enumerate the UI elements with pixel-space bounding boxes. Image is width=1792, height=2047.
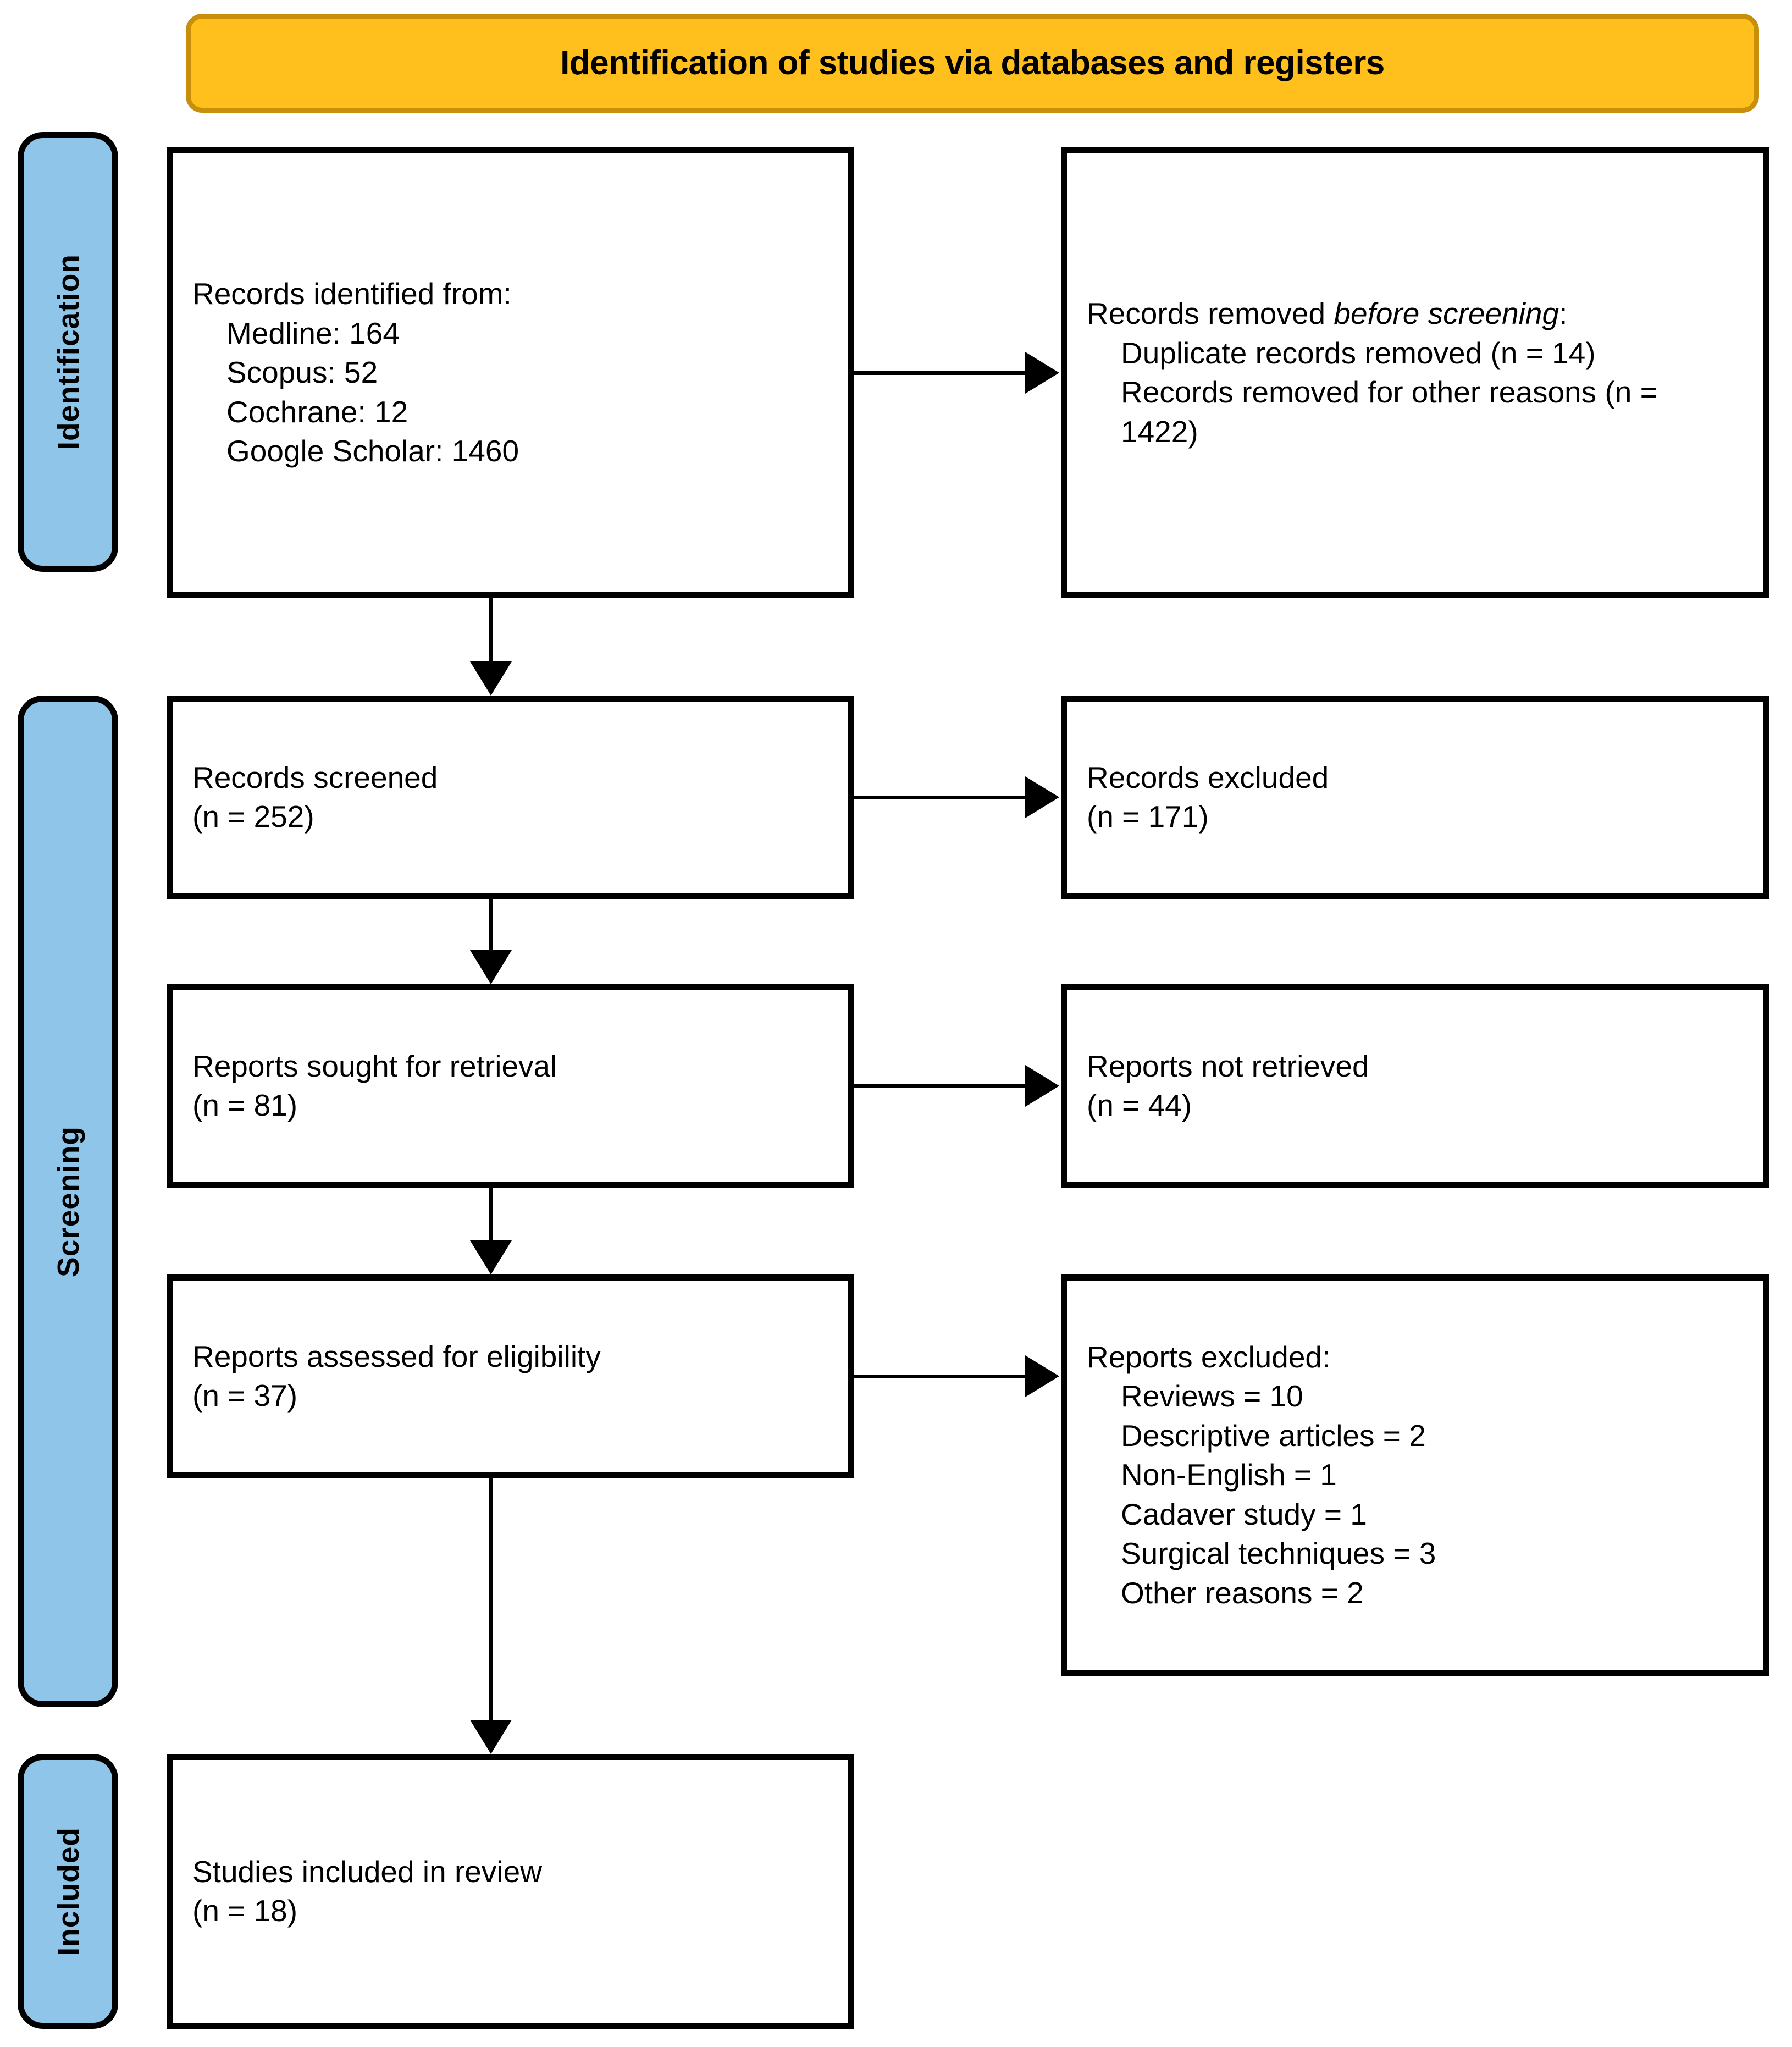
records-identified-item-google-scholar: Google Scholar: 1460: [226, 434, 519, 468]
stage-label-screening-text: Screening: [51, 1125, 85, 1277]
reports-sought-count: (n = 81): [192, 1088, 298, 1122]
arrow-screened-to-sought-line: [489, 899, 493, 950]
records-removed-item-duplicates: Duplicate records removed (n = 14): [1121, 335, 1596, 370]
reports-excluded-item-surgical-techniques: Surgical techniques = 3: [1121, 1536, 1436, 1571]
banner-title: Identification of studies via databases …: [560, 43, 1385, 82]
box-records-identified-body: Records identified from: Medline: 164 Sc…: [173, 274, 848, 471]
box-records-removed-body: Records removed before screening: Duplic…: [1067, 294, 1763, 451]
records-removed-heading-pre: Records removed: [1087, 296, 1334, 330]
box-reports-excluded-body: Reports excluded: Reviews = 10 Descripti…: [1067, 1338, 1763, 1613]
box-records-screened: Records screened (n = 252): [167, 696, 854, 899]
arrow-assessed-to-included-head: [470, 1720, 512, 1754]
studies-included-label: Studies included in review: [192, 1854, 542, 1889]
records-identified-heading: Records identified from:: [192, 277, 512, 311]
records-excluded-label: Records excluded: [1087, 760, 1329, 794]
reports-excluded-item-non-english: Non-English = 1: [1121, 1458, 1337, 1492]
arrow-screened-to-records-excluded-line: [854, 796, 1030, 799]
records-removed-heading-emphasis: before screening: [1334, 296, 1559, 330]
records-identified-item-medline: Medline: 164: [226, 316, 400, 350]
reports-not-retrieved-label: Reports not retrieved: [1087, 1049, 1369, 1083]
arrow-screened-to-records-excluded-head: [1025, 776, 1059, 818]
box-records-excluded-body: Records excluded (n = 171): [1067, 758, 1763, 837]
studies-included-count: (n = 18): [192, 1894, 298, 1928]
records-identified-item-cochrane: Cochrane: 12: [226, 394, 408, 429]
arrow-identified-to-removed-head: [1025, 352, 1059, 394]
arrow-identified-to-removed-line: [854, 371, 1030, 375]
box-reports-assessed-for-eligibility: Reports assessed for eligibility (n = 37…: [167, 1274, 854, 1478]
reports-excluded-item-cadaver-study: Cadaver study = 1: [1121, 1497, 1367, 1531]
reports-excluded-item-other-reasons: Other reasons = 2: [1121, 1575, 1364, 1610]
arrow-sought-to-assessed-head: [470, 1240, 512, 1274]
reports-assessed-label: Reports assessed for eligibility: [192, 1339, 601, 1373]
reports-excluded-item-descriptive-articles: Descriptive articles = 2: [1121, 1418, 1426, 1453]
stage-label-included: Included: [18, 1754, 118, 2029]
box-studies-included-in-review: Studies included in review (n = 18): [167, 1754, 854, 2029]
reports-assessed-count: (n = 37): [192, 1378, 298, 1413]
records-screened-count: (n = 252): [192, 799, 314, 834]
stage-label-identification: Identification: [18, 132, 118, 572]
records-removed-heading: Records removed before screening:: [1087, 294, 1743, 334]
arrow-assessed-to-reports-excluded-line: [854, 1375, 1030, 1378]
box-records-screened-body: Records screened (n = 252): [173, 758, 848, 837]
box-reports-not-retrieved-body: Reports not retrieved (n = 44): [1067, 1047, 1763, 1125]
stage-label-identification-text: Identification: [51, 253, 85, 450]
box-records-excluded: Records excluded (n = 171): [1061, 696, 1769, 899]
reports-sought-label: Reports sought for retrieval: [192, 1049, 557, 1083]
records-screened-label: Records screened: [192, 760, 438, 794]
arrow-sought-to-not-retrieved-line: [854, 1084, 1030, 1088]
records-identified-item-scopus: Scopus: 52: [226, 355, 378, 390]
arrow-identified-to-screened-head: [470, 661, 512, 696]
box-records-identified: Records identified from: Medline: 164 Sc…: [167, 147, 854, 598]
stage-label-included-text: Included: [51, 1827, 85, 1956]
records-removed-heading-post: :: [1559, 296, 1568, 330]
records-removed-item-other-reasons: Records removed for other reasons (n = 1…: [1121, 375, 1658, 449]
arrow-sought-to-not-retrieved-head: [1025, 1065, 1059, 1107]
arrow-identified-to-screened-line: [489, 598, 493, 661]
box-reports-sought-body: Reports sought for retrieval (n = 81): [173, 1047, 848, 1125]
box-records-removed-before-screening: Records removed before screening: Duplic…: [1061, 147, 1769, 598]
box-studies-included-body: Studies included in review (n = 18): [173, 1852, 848, 1931]
box-reports-not-retrieved: Reports not retrieved (n = 44): [1061, 984, 1769, 1188]
reports-not-retrieved-count: (n = 44): [1087, 1088, 1192, 1122]
box-reports-sought-for-retrieval: Reports sought for retrieval (n = 81): [167, 984, 854, 1188]
arrow-screened-to-sought-head: [470, 950, 512, 984]
reports-excluded-item-reviews: Reviews = 10: [1121, 1379, 1303, 1414]
box-reports-excluded: Reports excluded: Reviews = 10 Descripti…: [1061, 1274, 1769, 1676]
arrow-assessed-to-reports-excluded-head: [1025, 1355, 1059, 1397]
reports-excluded-heading: Reports excluded:: [1087, 1339, 1331, 1374]
arrow-assessed-to-included-line: [489, 1478, 493, 1720]
box-reports-assessed-body: Reports assessed for eligibility (n = 37…: [173, 1337, 848, 1416]
records-excluded-count: (n = 171): [1087, 799, 1209, 834]
arrow-sought-to-assessed-line: [489, 1188, 493, 1240]
stage-label-screening: Screening: [18, 696, 118, 1707]
diagram-header-banner: Identification of studies via databases …: [186, 14, 1759, 113]
